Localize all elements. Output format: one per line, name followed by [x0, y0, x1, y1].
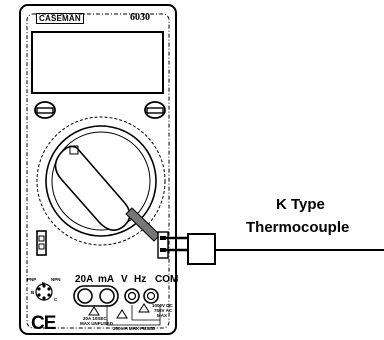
warning-left-line2: MAX UNFUSED [80, 321, 114, 326]
jack-v-hz [124, 288, 140, 304]
dial-indicator [69, 145, 79, 155]
jack-com [143, 288, 159, 304]
sensor-type-label: K Type [276, 196, 325, 213]
pnp-label: PNP [27, 277, 37, 282]
ce-mark: CE [31, 313, 56, 334]
sensor-name-label: Thermocouple [246, 219, 350, 236]
thermocouple-connector [166, 233, 384, 265]
transistor-socket [35, 283, 53, 301]
jack-com-label: COM [155, 274, 179, 285]
left-oval-button [34, 101, 56, 119]
meter-body [19, 4, 177, 335]
warning-right-line3: MAX [157, 313, 167, 318]
collector-label: C [54, 297, 58, 302]
emitter-label: E [42, 281, 46, 286]
jack-ma-label: mA [98, 274, 115, 285]
jack-20a-ma [73, 285, 119, 307]
warning-triangle-right [138, 303, 150, 313]
lcd-display [31, 31, 164, 94]
dial-pointer [125, 207, 161, 242]
warning-bottom: 200mA MAX FUSED [113, 326, 156, 331]
brand-logo: CASEMAN [36, 13, 84, 24]
npn-label: NPN [51, 277, 61, 282]
model-number: 6030 [130, 12, 150, 23]
base-label: B [31, 290, 35, 295]
warning-triangle-left [88, 306, 100, 316]
right-oval-button [144, 101, 166, 119]
warning-left-line1: 20A 10SEC [83, 316, 107, 321]
hold-switch [36, 230, 47, 256]
temperature-socket [157, 231, 169, 259]
warning-right-line1: 1000V DC [152, 303, 173, 308]
jack-20a-label: 20A [75, 274, 94, 285]
jack-hz-label: Hz [134, 274, 147, 285]
jack-v-label: V [121, 274, 128, 285]
rotary-selector-dial [36, 116, 166, 246]
volt-bracket [131, 305, 160, 321]
fuse-bracket [106, 305, 161, 326]
meter-dashed-border [26, 13, 170, 329]
warning-triangle-bottom [116, 309, 128, 319]
warning-right-line2: 750V AC [154, 308, 173, 313]
